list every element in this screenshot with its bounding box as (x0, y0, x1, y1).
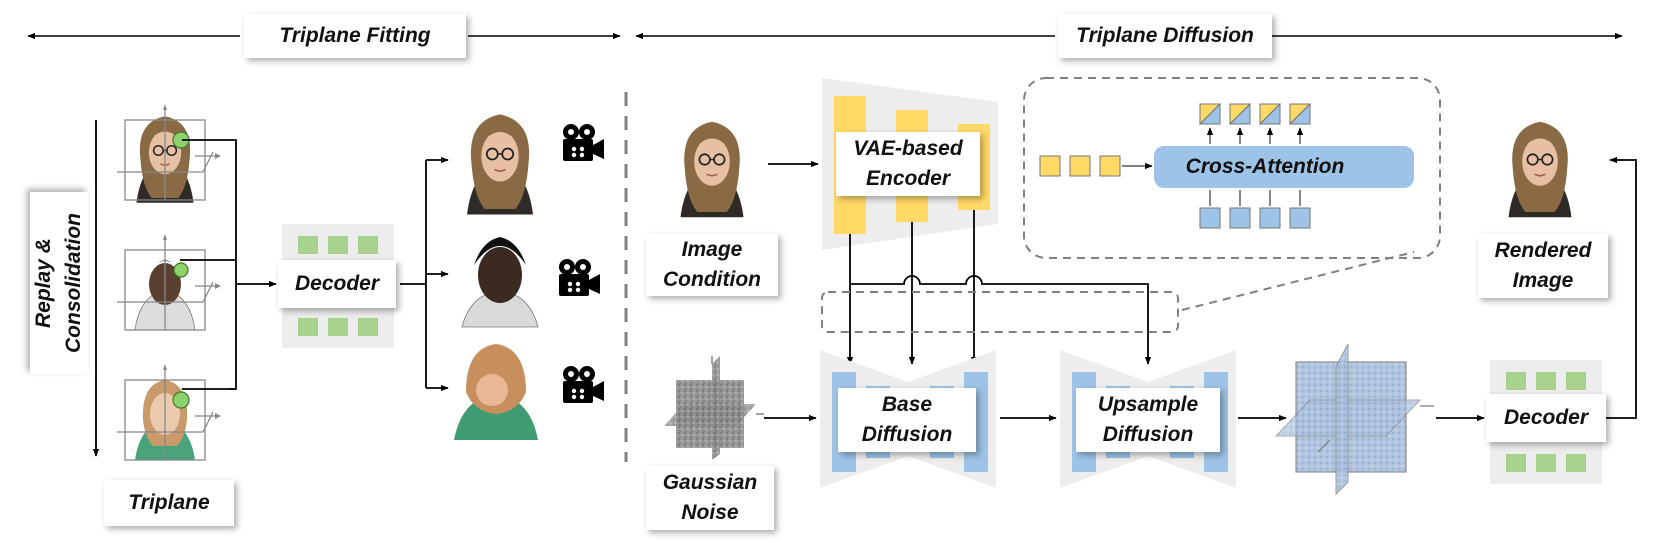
render-view-2 (461, 237, 539, 328)
cross-attention-location (821, 291, 1179, 333)
decoder-left-label: Decoder (278, 260, 396, 308)
zoom-leader-line (1181, 251, 1415, 311)
encoder-skip-connections (846, 210, 1152, 365)
decoder-to-renders-connector (400, 156, 449, 392)
gaussian-noise-label: Gaussian Noise (646, 466, 774, 530)
render-view-3 (454, 344, 538, 440)
triplane-avatar-1 (116, 103, 222, 204)
gaussian-noise-triplane (664, 356, 764, 460)
image-condition-label: Image Condition (646, 234, 778, 296)
base-diffusion-label: Base Diffusion (838, 388, 976, 452)
triplane-to-decoder-connector (180, 139, 277, 390)
triplane-avatar-2 (116, 233, 222, 331)
output-triplane (1274, 343, 1434, 496)
cross-attention-panel (1023, 77, 1441, 259)
render-view-1 (466, 113, 534, 216)
camera-icon (563, 124, 604, 161)
decoder-right-label: Decoder (1486, 394, 1606, 442)
rendered-image-avatar (1507, 120, 1573, 219)
section-title-fitting: Triplane Fitting (244, 14, 466, 58)
vae-encoder-label: VAE-based Encoder (836, 132, 980, 196)
triplane-avatar-3 (116, 363, 222, 461)
camera-icon (559, 259, 600, 296)
triplane-label: Triplane (104, 480, 234, 526)
section-title-diffusion: Triplane Diffusion (1058, 14, 1272, 58)
decoder-to-render-arrow (1606, 156, 1637, 419)
camera-icon (563, 366, 604, 403)
replay-consolidation-label: Replay & Consolidation (30, 192, 88, 374)
cross-attention-label: Cross-Attention (1185, 155, 1345, 178)
upsample-diffusion-label: Upsample Diffusion (1076, 388, 1220, 452)
rendered-image-label: Rendered Image (1478, 234, 1608, 298)
image-condition-avatar (679, 120, 745, 219)
